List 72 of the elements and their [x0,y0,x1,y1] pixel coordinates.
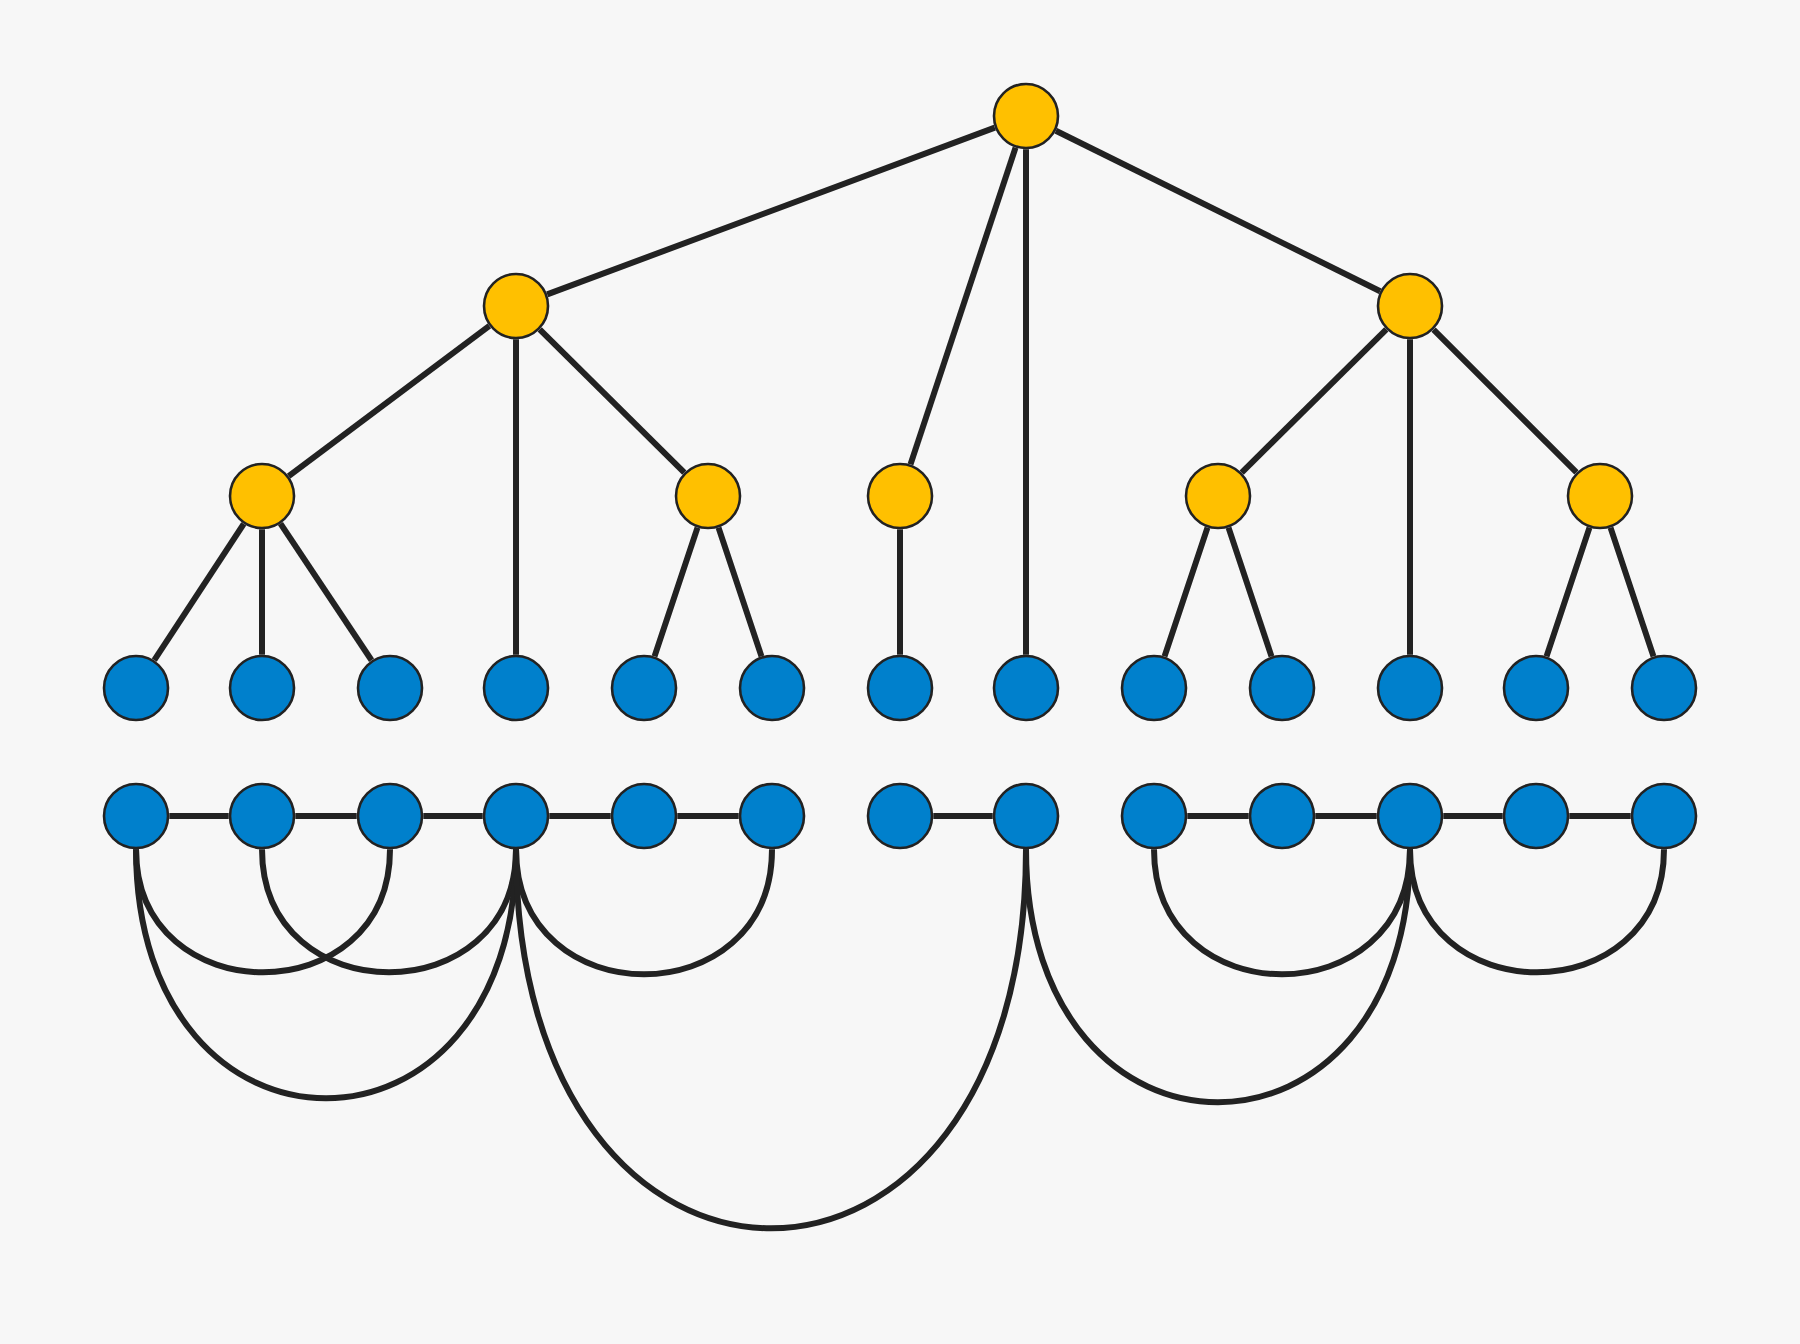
connector-line [295,813,357,819]
connector-line [1443,813,1503,819]
arc-line [513,849,1029,1231]
circle-node [228,654,296,722]
circle-node [482,272,550,340]
connector-line [278,522,375,662]
connector-line [1607,526,1657,658]
circle-node [482,654,550,722]
circle-node [610,782,678,850]
connector-line [286,323,492,479]
connector-line [1161,526,1211,658]
circle-node [228,782,296,850]
circle-node [482,782,550,850]
circle-node [102,782,170,850]
connector-line [546,124,996,298]
connector-line [907,146,1019,466]
circle-node [1630,782,1698,850]
circle-node [1248,782,1316,850]
circle-node [356,782,424,850]
circle-node [674,462,742,530]
circle-node [1376,782,1444,850]
circle-node [992,782,1060,850]
arc-line [259,848,519,976]
connector-line [169,813,229,819]
circle-node [228,462,296,530]
connector-line [1023,149,1029,655]
circle-node [738,654,806,722]
connector-line [1431,327,1579,475]
arc-line [1023,849,1413,1105]
connector-line [1187,813,1249,819]
circle-node [1184,462,1252,530]
connector-line [1569,813,1631,819]
connector-line [1225,526,1275,658]
circle-node [1630,654,1698,722]
connector-line [677,813,739,819]
arc-line [133,848,393,976]
connector-line [1315,813,1377,819]
circle-node [1248,654,1316,722]
connector-line [933,813,993,819]
circle-node [1120,782,1188,850]
arc-line [1151,848,1413,978]
circle-node [1502,654,1570,722]
circle-node [1502,782,1570,850]
connector-line [1239,327,1389,475]
connector-line [423,813,483,819]
circle-node [866,462,934,530]
circle-node [738,782,806,850]
circle-node [610,654,678,722]
connector-line [1054,128,1382,294]
circle-node [992,654,1060,722]
circle-node [102,654,170,722]
arc-line [1407,848,1667,976]
connector-line [1407,339,1413,655]
connector-line [151,522,247,662]
circle-node [1376,654,1444,722]
circle-node [1120,654,1188,722]
connector-line [513,339,519,655]
circle-node [356,654,424,722]
connector-line [651,526,701,658]
circle-node [866,654,934,722]
connector-line [549,813,611,819]
arc-line [513,848,775,978]
arc-line [133,849,519,1101]
circle-node [866,782,934,850]
connector-line [1543,526,1593,658]
circle-node [1376,272,1444,340]
connector-line [897,529,903,655]
connector-line [537,327,687,475]
circle-node [1566,462,1634,530]
circle-node [992,82,1060,150]
connector-line [715,526,765,658]
connector-line [259,529,265,655]
